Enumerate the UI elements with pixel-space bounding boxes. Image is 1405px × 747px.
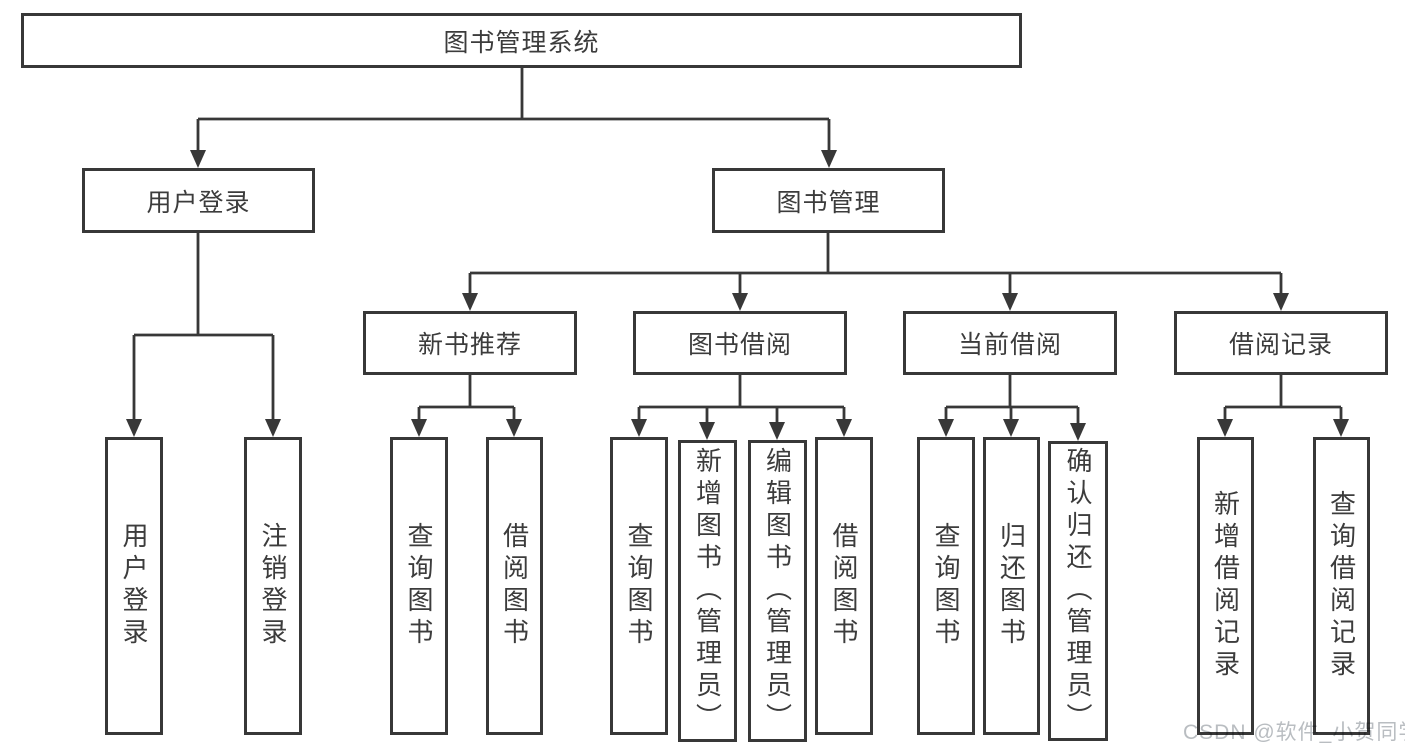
leaf-logout: 注销登录 [244, 437, 302, 735]
leaf-return-books-label: 归还图书 [996, 522, 1027, 650]
leaf-query-books-current: 查询图书 [917, 437, 975, 735]
leaf-confirm-return-admin: 确认归还（管理员） [1048, 441, 1108, 741]
watermark: CSDN @软件_小贺同学 [1183, 721, 1405, 744]
leaf-return-books: 归还图书 [983, 437, 1040, 735]
leaf-query-books-current-label: 查询图书 [931, 522, 961, 650]
leaf-query-books-borrowing-label: 查询图书 [624, 522, 654, 650]
leaf-query-borrow-record-label: 查询借阅记录 [1326, 490, 1357, 682]
leaf-user-login: 用户登录 [105, 437, 163, 735]
leaf-query-books-borrowing: 查询图书 [610, 437, 668, 735]
node-book-borrowing: 图书借阅 [633, 311, 847, 375]
leaf-borrow-books-borrowing-label: 借阅图书 [829, 522, 859, 650]
leaf-add-borrow-record-label: 新增借阅记录 [1210, 490, 1241, 682]
leaf-query-borrow-record: 查询借阅记录 [1313, 437, 1370, 735]
node-book-management: 图书管理 [712, 168, 945, 233]
leaf-borrow-books-borrowing: 借阅图书 [815, 437, 873, 735]
node-user-login: 用户登录 [82, 168, 315, 233]
leaf-query-books-recommend: 查询图书 [390, 437, 448, 735]
leaf-add-books-admin: 新增图书（管理员） [678, 440, 737, 742]
leaf-add-borrow-record: 新增借阅记录 [1197, 437, 1254, 735]
leaf-query-books-recommend-label: 查询图书 [404, 522, 434, 650]
leaf-edit-books-admin-label: 编辑图书（管理员） [762, 447, 793, 735]
leaf-borrow-books-recommend-label: 借阅图书 [499, 522, 530, 650]
leaf-add-books-admin-label: 新增图书（管理员） [692, 447, 723, 735]
leaf-confirm-return-admin-label: 确认归还（管理员） [1063, 447, 1093, 735]
leaf-edit-books-admin: 编辑图书（管理员） [748, 440, 807, 742]
node-borrowing-records: 借阅记录 [1174, 311, 1388, 375]
leaf-user-login-label: 用户登录 [119, 522, 149, 650]
leaf-logout-label: 注销登录 [258, 522, 288, 650]
leaf-borrow-books-recommend: 借阅图书 [486, 437, 543, 735]
node-root-system: 图书管理系统 [21, 13, 1022, 68]
node-new-book-recommendation: 新书推荐 [363, 311, 577, 375]
node-current-borrowing: 当前借阅 [903, 311, 1117, 375]
